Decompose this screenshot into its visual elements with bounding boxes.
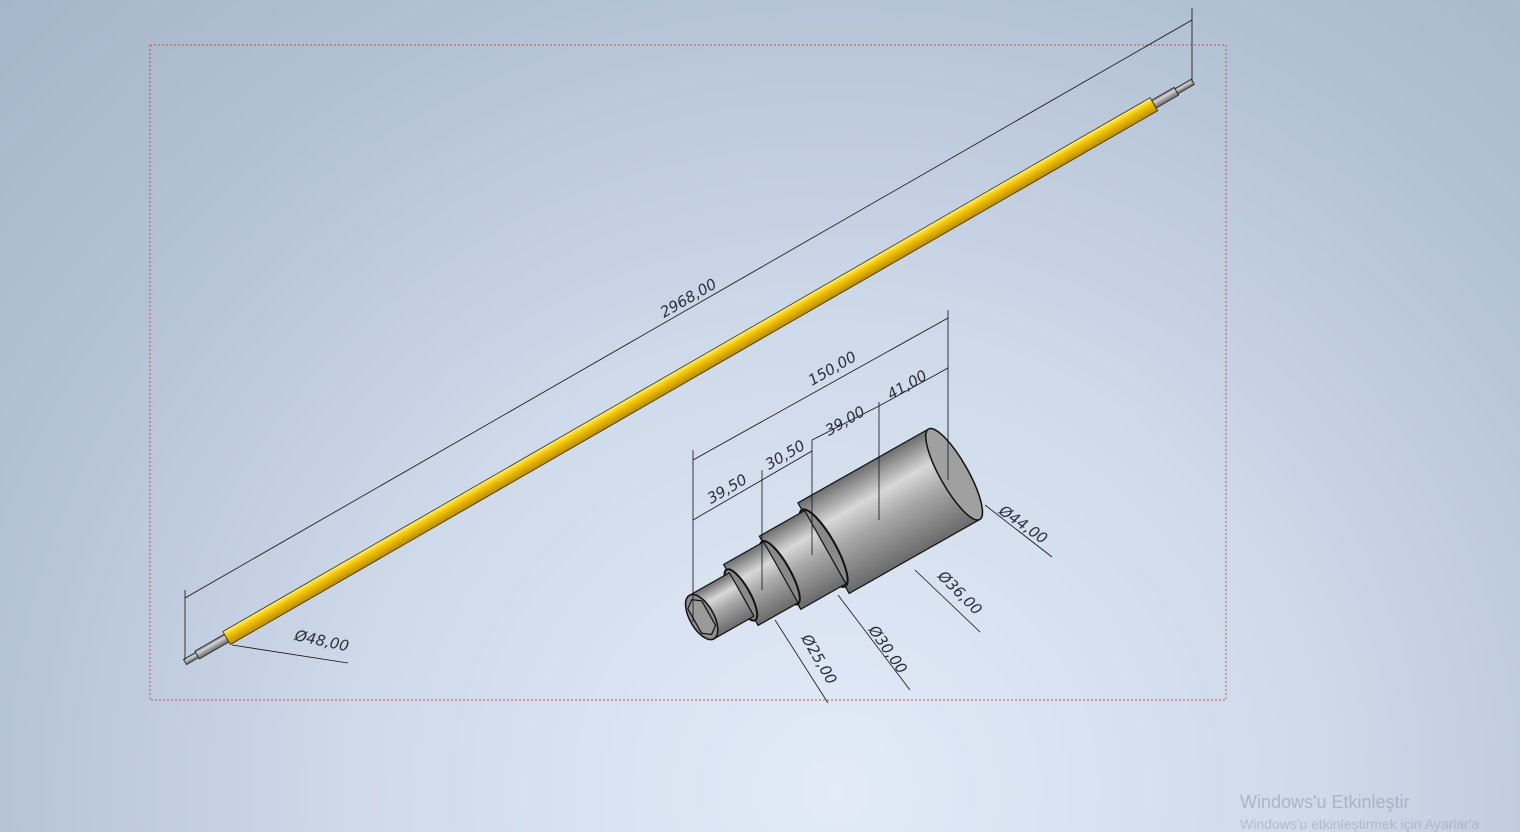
windows-activation-subtitle: Windows'u etkinleştirmek için Ayarlar'a (1240, 816, 1480, 832)
dimension-label-39-50: 39,50 (704, 470, 750, 507)
dimension-overall-length[interactable] (184, 8, 1193, 660)
dimension-label-dia-25: Ø25,00 (797, 630, 840, 687)
windows-activation-title: Windows'u Etkinleştir (1240, 792, 1410, 812)
long-shaft-part[interactable] (181, 75, 1196, 668)
dimension-label-39-00: 39,00 (822, 402, 868, 439)
dimension-label-30-50: 30,50 (762, 436, 808, 473)
dimension-rod-diameter[interactable] (231, 644, 349, 664)
bounding-box (149, 44, 1227, 701)
dimension-label-rod-diameter: Ø48,00 (292, 626, 350, 655)
dimension-label-dia-36: Ø36,00 (933, 566, 985, 618)
dimension-label-overall: 2968,00 (657, 275, 720, 322)
dimension-label-dia-44: Ø44,00 (995, 501, 1051, 548)
dimension-label-150: 150,00 (805, 348, 859, 390)
detail-dimension-lines (692, 310, 1053, 704)
detail-shaft-part[interactable] (666, 422, 992, 668)
dimension-label-41-00: 41,00 (884, 366, 930, 403)
dimension-label-dia-30: Ø30,00 (864, 621, 911, 677)
